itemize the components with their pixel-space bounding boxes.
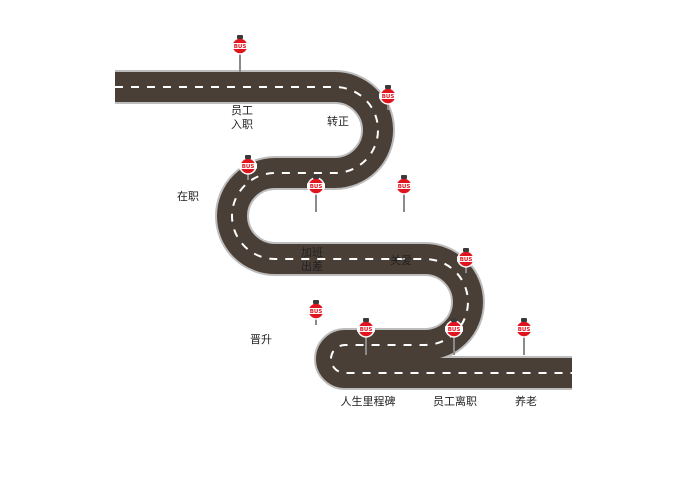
sign-band	[357, 326, 375, 332]
bus-stop-sign-icon: BUS	[395, 175, 413, 212]
milestone-label-overtime-travel: 加班 出差	[301, 246, 323, 273]
milestone-label-onboarding: 员工 入职	[231, 104, 253, 131]
sign-band	[307, 183, 325, 189]
sign-text: BUS	[382, 94, 395, 100]
milestone-label-life-milestone: 人生里程碑	[340, 395, 396, 408]
sign-bus-glyph	[385, 85, 391, 89]
sign-bus-glyph	[463, 248, 469, 252]
milestone-label-care: 关爱	[390, 254, 412, 267]
sign-text: BUS	[310, 309, 323, 315]
sign-bus-glyph	[521, 318, 527, 322]
sign-text: BUS	[398, 184, 411, 190]
sign-bus-glyph	[237, 35, 243, 39]
sign-band	[239, 163, 257, 169]
sign-bus-glyph	[451, 318, 457, 322]
milestone-label-retirement: 养老	[515, 395, 537, 408]
sign-text: BUS	[310, 184, 323, 190]
road-surface	[115, 72, 572, 388]
milestone-label-regularization: 转正	[327, 115, 349, 128]
milestone-label-promotion: 晋升	[250, 333, 272, 346]
sign-text: BUS	[448, 327, 461, 333]
sign-band	[457, 256, 475, 262]
sign-text: BUS	[234, 44, 247, 50]
sign-text: BUS	[518, 327, 531, 333]
sign-text: BUS	[242, 164, 255, 170]
sign-bus-glyph	[313, 300, 319, 304]
bus-stop-sign-icon: BUS	[307, 175, 325, 212]
bus-stop-sign-icon: BUS	[457, 248, 475, 273]
sign-bus-glyph	[363, 318, 369, 322]
sign-text: BUS	[460, 257, 473, 263]
milestone-label-employed: 在职	[177, 190, 199, 203]
sign-band	[231, 43, 249, 49]
lane-markings	[115, 86, 572, 374]
bus-stop-sign-icon: BUS	[515, 318, 533, 355]
sign-bus-glyph	[401, 175, 407, 179]
bus-stop-sign-icon: BUS	[239, 155, 257, 180]
sign-text: BUS	[360, 327, 373, 333]
bus-stop-sign-icon: BUS	[379, 85, 397, 110]
bus-stop-sign-icon: BUS	[231, 35, 249, 72]
sign-band	[515, 326, 533, 332]
bus-stop-sign-icon: BUS	[307, 300, 325, 325]
sign-band	[445, 326, 463, 332]
sign-band	[307, 308, 325, 314]
sign-bus-glyph	[245, 155, 251, 159]
milestone-label-resignation: 员工离职	[433, 395, 477, 408]
sign-band	[379, 93, 397, 99]
bus-stop-sign-icon: BUS	[445, 318, 463, 355]
sign-bus-glyph	[313, 175, 319, 179]
sign-band	[395, 183, 413, 189]
bus-stop-sign-icon: BUS	[357, 318, 375, 355]
